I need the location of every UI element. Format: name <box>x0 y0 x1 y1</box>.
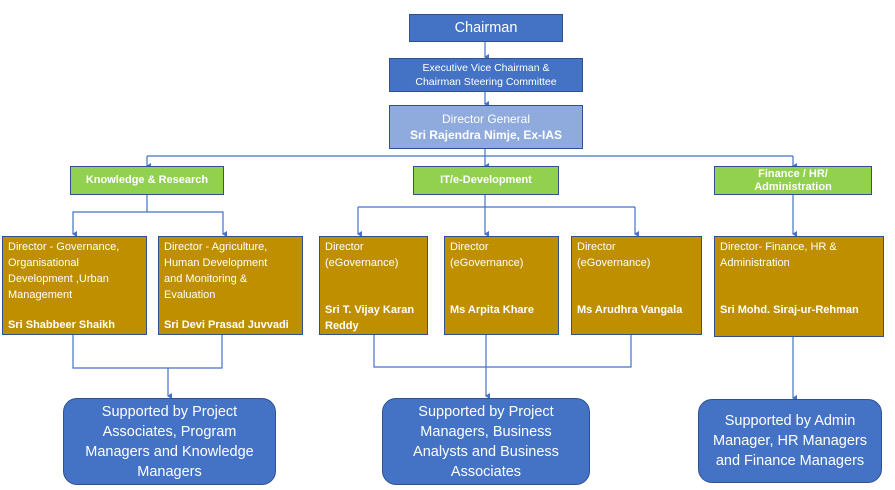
executive-vice-chairman-node: Executive Vice Chairman & Chairman Steer… <box>389 58 583 92</box>
evc-label-line1: Executive Vice Chairman & <box>422 62 550 74</box>
division-it-edevelopment: IT/e-Development <box>413 166 559 195</box>
division-label: IT/e-Development <box>440 174 532 186</box>
director-role: Director (eGovernance) <box>450 241 524 269</box>
director-agriculture: Director - Agriculture, Human Developmen… <box>158 236 303 335</box>
director-egovernance-1: Director (eGovernance) Sri T. Vijay Kara… <box>319 236 428 335</box>
connector-knowledge-directors <box>72 195 148 237</box>
director-name: Sri Mohd. Siraj-ur-Rehman <box>720 304 859 316</box>
director-name: Ms Arpita Khare <box>450 304 534 316</box>
dg-title: Director General <box>441 112 531 126</box>
director-role: Director - Agriculture, Human Developmen… <box>164 241 268 301</box>
support-knowledge-research: Supported by Project Associates, Program… <box>63 398 276 485</box>
director-egovernance-2: Director (eGovernance) Ms Arpita Khare <box>444 236 559 335</box>
dg-name: Sri Rajendra Nimje, Ex-IAS <box>409 128 563 142</box>
director-role: Director (eGovernance) <box>325 241 399 269</box>
division-label-line2: Administration <box>754 180 832 193</box>
division-label-line1: Finance / HR/ <box>758 167 828 180</box>
director-name: Sri Shabbeer Shaikh <box>8 319 115 331</box>
connector-it-support <box>373 335 632 368</box>
director-role: Director- Finance, HR & Administration <box>720 241 837 269</box>
division-knowledge-research: Knowledge & Research <box>70 166 224 195</box>
director-name: Sri T. Vijay Karan Reddy <box>325 304 415 332</box>
connector-knowledge-support <box>72 335 223 369</box>
director-role: Director (eGovernance) <box>577 241 651 269</box>
support-it-edevelopment: Supported by Project Managers, Business … <box>382 398 590 485</box>
director-name: Ms Arudhra Vangala <box>577 304 683 316</box>
division-label: Knowledge & Research <box>85 174 209 186</box>
director-egovernance-3: Director (eGovernance) Ms Arudhra Vangal… <box>571 236 702 335</box>
director-governance: Director - Governance, Organisational De… <box>2 236 147 335</box>
director-general-node: Director General Sri Rajendra Nimje, Ex-… <box>389 105 583 149</box>
evc-label-line2: Chairman Steering Committee <box>415 76 557 88</box>
support-finance-hr-admin: Supported by Admin Manager, HR Managers … <box>698 399 882 483</box>
chairman-label: Chairman <box>454 20 518 36</box>
director-role: Director - Governance, Organisational De… <box>8 241 120 301</box>
chairman-node: Chairman <box>409 14 563 42</box>
director-name: Sri Devi Prasad Juvvadi <box>164 319 289 331</box>
division-finance-hr-admin: Finance / HR/ Administration <box>714 166 872 195</box>
director-finance-hr-admin: Director- Finance, HR & Administration S… <box>714 236 884 337</box>
